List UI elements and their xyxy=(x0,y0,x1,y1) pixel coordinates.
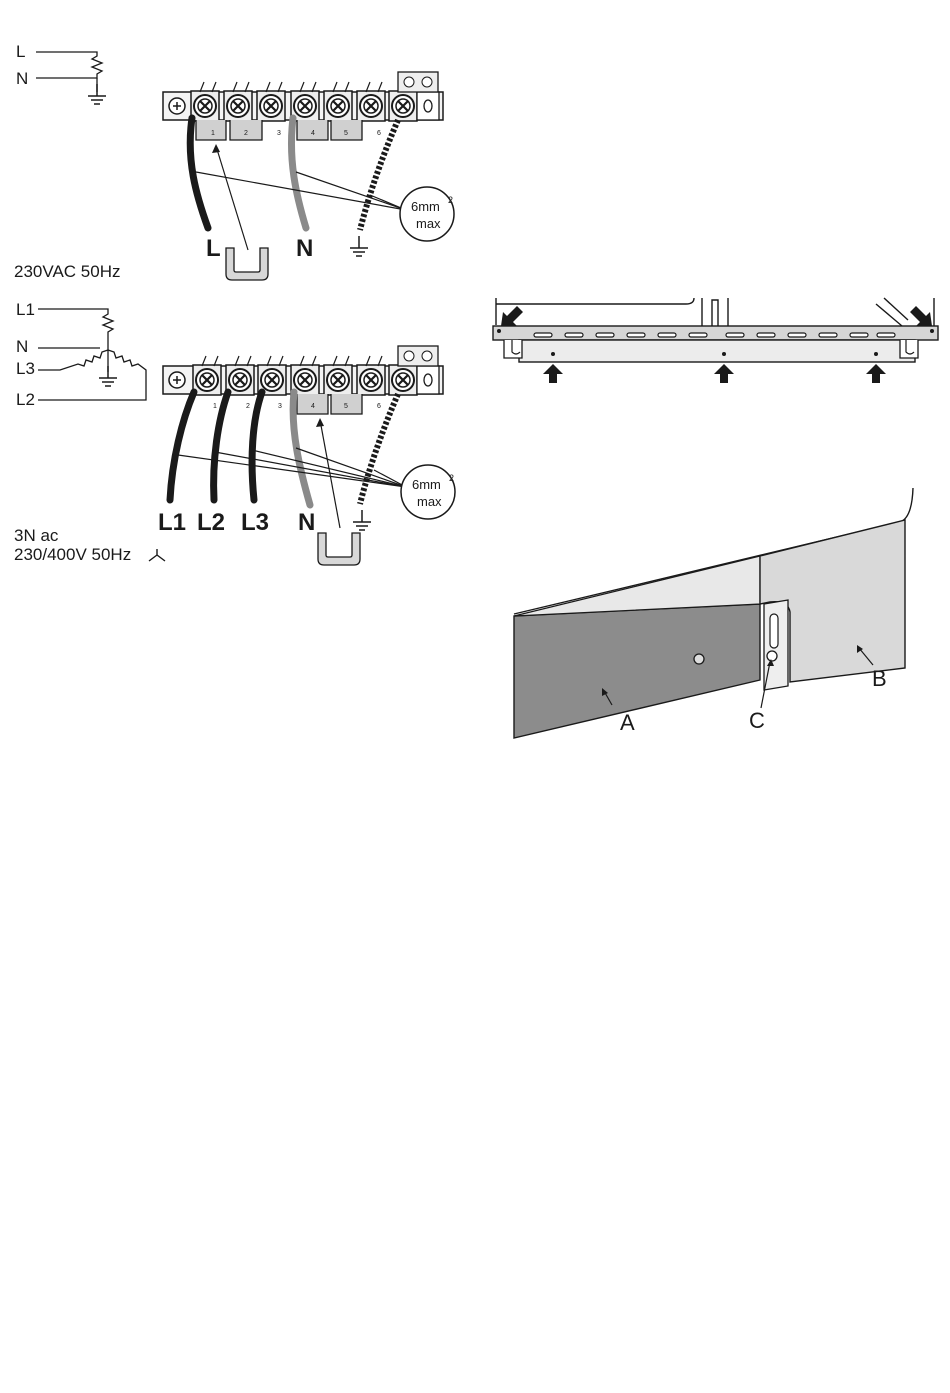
arrow-icon xyxy=(316,418,324,427)
terminal-number: 3 xyxy=(277,130,281,137)
single-phase-diagram: L N 1 xyxy=(14,42,454,281)
wire-size-callout: 6mm 2 max xyxy=(400,187,454,241)
terminal-screw-icon xyxy=(324,91,352,121)
terminal-screw-icon xyxy=(357,91,385,121)
terminal-block-single: 1 2 3 4 5 6 xyxy=(163,72,443,140)
terminal-screw-icon xyxy=(193,365,221,395)
fixing-rail-diagram xyxy=(493,298,938,383)
terminal-number: 3 xyxy=(278,403,282,410)
terminal-screw-icon xyxy=(357,365,385,395)
wire-size-unit: max xyxy=(417,494,442,509)
wire-N-label: N xyxy=(296,235,313,262)
legend-ground-icon xyxy=(99,366,117,386)
terminal-number: 5 xyxy=(344,403,348,410)
wire-L3-label: L3 xyxy=(241,509,269,536)
legend-N-label: N xyxy=(16,69,28,88)
earth-terminal-screw-icon xyxy=(389,91,417,121)
arrow-diagonal-icon xyxy=(910,306,932,326)
block-mount-screw-icon xyxy=(169,372,185,388)
wire-size-superscript: 2 xyxy=(449,473,454,483)
terminal-number: 5 xyxy=(344,130,348,137)
terminal-number: 6 xyxy=(377,130,381,137)
spare-bridge xyxy=(226,248,268,280)
terminal-number: 6 xyxy=(377,403,381,410)
terminal-number: 4 xyxy=(311,403,315,410)
legend-N-label: N xyxy=(16,337,28,356)
earth-terminal-screw-icon xyxy=(389,365,417,395)
three-phase-diagram: L1 N L3 L2 xyxy=(14,300,455,565)
earth-symbol-icon xyxy=(350,236,368,256)
arrow-icon xyxy=(212,144,220,153)
terminal-number: 1 xyxy=(211,130,215,137)
terminal-number: 4 xyxy=(311,130,315,137)
label-A: A xyxy=(620,710,635,735)
terminal-block-three: 1 2 3 4 5 6 xyxy=(163,346,443,414)
arrow-diagonal-icon xyxy=(501,306,523,326)
L3-wire xyxy=(252,392,262,500)
arrow-up-icon xyxy=(543,364,563,383)
screw-icon xyxy=(694,654,704,664)
three-phase-caption-line1: 3N ac xyxy=(14,526,59,545)
single-phase-caption: 230VAC 50Hz xyxy=(14,262,120,281)
terminal-screw-icon xyxy=(224,91,252,121)
arrow-up-icon xyxy=(866,364,886,383)
label-C: C xyxy=(749,708,765,733)
plinth-panel-diagram: A B C xyxy=(514,488,913,738)
star-connection-icon xyxy=(149,549,165,561)
arrow-up-icon xyxy=(714,364,734,383)
earth-symbol-icon xyxy=(353,510,371,530)
single-phase-legend: L N xyxy=(16,42,106,104)
wire-size-value: 6mm xyxy=(411,199,440,214)
wire-size-unit: max xyxy=(416,216,441,231)
wire-size-callout: 6mm 2 max xyxy=(401,465,455,519)
legend-L3-label: L3 xyxy=(16,359,35,378)
block-mount-screw-icon xyxy=(169,98,185,114)
terminal-screw-icon xyxy=(324,365,352,395)
panel-A xyxy=(514,604,760,738)
terminal-number: 1 xyxy=(213,403,217,410)
terminal-screw-icon xyxy=(191,91,219,121)
wire-L1-label: L1 xyxy=(158,509,186,536)
wire-L2-label: L2 xyxy=(197,509,225,536)
legend-L-label: L xyxy=(16,42,25,61)
legend-ground-icon xyxy=(88,84,106,104)
terminal-number: 2 xyxy=(244,130,248,137)
terminal-screw-icon xyxy=(257,91,285,121)
wire-size-superscript: 2 xyxy=(448,195,453,205)
three-phase-legend: L1 N L3 L2 xyxy=(16,300,146,409)
terminal-number: 2 xyxy=(246,403,250,410)
L1-wire xyxy=(170,392,194,500)
resistor-symbol xyxy=(36,52,102,78)
label-B: B xyxy=(872,666,887,691)
three-phase-caption-line2: 230/400V 50Hz xyxy=(14,545,131,564)
screw-icon xyxy=(767,651,777,661)
wire-N-label: N xyxy=(298,509,315,536)
wire-size-value: 6mm xyxy=(412,477,441,492)
legend-L2-label: L2 xyxy=(16,390,35,409)
legend-L1-label: L1 xyxy=(16,300,35,319)
spare-bridge xyxy=(318,533,360,565)
wire-L-label: L xyxy=(206,235,221,262)
earth-wire xyxy=(360,394,398,504)
